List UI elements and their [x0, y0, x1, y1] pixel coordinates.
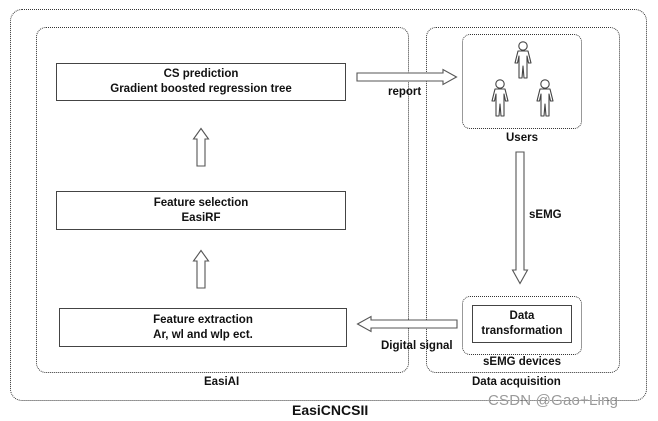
feature-extraction-title: Feature extraction	[153, 313, 253, 326]
data-transformation-line1: Data	[509, 310, 535, 322]
outer-system-container	[10, 9, 647, 401]
cs-prediction-box: CS prediction Gradient boosted regressio…	[56, 63, 346, 101]
up-arrow-selection-to-prediction	[192, 127, 210, 167]
cs-prediction-title: CS prediction	[163, 68, 239, 80]
data-transformation-box: Data transformation	[472, 305, 572, 343]
up-arrow-extraction-to-selection	[192, 249, 210, 289]
feature-selection-box: Feature selection EasiRF	[56, 191, 346, 230]
users-group	[462, 34, 582, 129]
semg-label: sEMG	[529, 209, 562, 221]
digital-signal-arrow	[356, 315, 458, 333]
semg-down-arrow	[511, 151, 529, 285]
digital-signal-label: Digital signal	[381, 340, 453, 352]
watermark-text: CSDN @Gao+Ling	[488, 392, 619, 409]
users-label: Users	[506, 132, 538, 144]
report-label: report	[388, 86, 422, 98]
easiai-panel	[36, 27, 409, 373]
easiai-panel-label: EasiAI	[204, 376, 240, 388]
semg-devices-group	[462, 296, 582, 355]
report-arrow	[356, 68, 458, 86]
data-transformation-line2: transformation	[481, 325, 563, 337]
person-icon	[514, 41, 532, 79]
feature-extraction-box: Feature extraction Ar, wl and wlp ect.	[59, 308, 347, 347]
semg-devices-label: sEMG devices	[483, 356, 561, 368]
cs-prediction-method: Gradient boosted regression tree	[110, 83, 292, 95]
feature-selection-title: Feature selection	[153, 196, 249, 209]
feature-selection-method: EasiRF	[181, 211, 221, 224]
system-title: EasiCNCSII	[292, 402, 369, 418]
data-acquisition-panel	[426, 27, 620, 373]
feature-extraction-method: Ar, wl and wlp ect.	[153, 328, 253, 341]
person-icon	[491, 79, 509, 117]
person-icon	[536, 79, 554, 117]
data-acquisition-panel-label: Data acquisition	[472, 376, 561, 388]
